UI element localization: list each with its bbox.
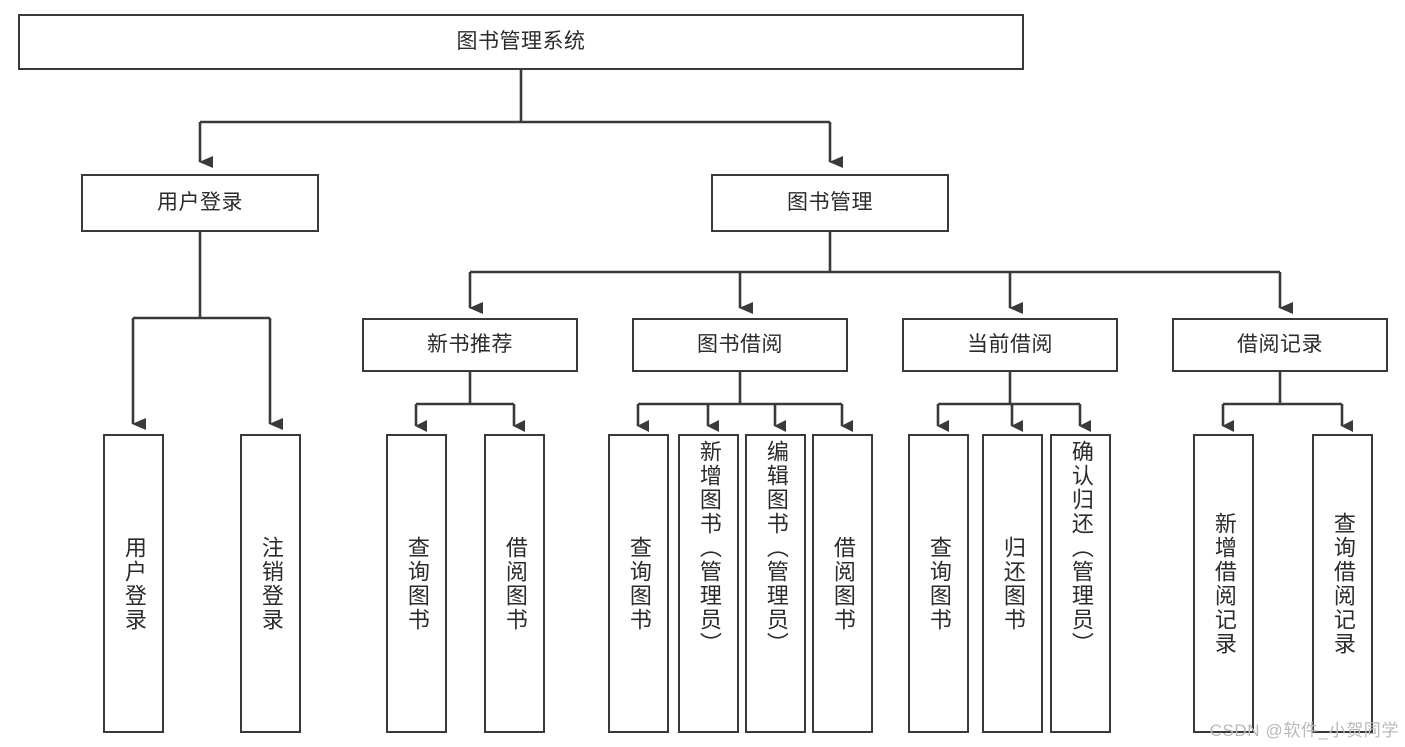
- node-leaf-borrow-book-2[interactable]: 借阅图书: [812, 434, 873, 733]
- node-leaf-query-book-2[interactable]: 查询图书: [608, 434, 669, 733]
- node-leaf-query-borrow-record[interactable]: 查询借阅记录: [1312, 434, 1373, 733]
- node-leaf-add-borrow-record[interactable]: 新增借阅记录: [1193, 434, 1254, 733]
- node-leaf-return-book-label: 归还图书: [1000, 535, 1026, 632]
- node-leaf-logout-label: 注销登录: [258, 535, 284, 632]
- node-leaf-query-borrow-record-label: 查询借阅记录: [1330, 511, 1356, 656]
- node-user-login[interactable]: 用户登录: [81, 174, 319, 232]
- node-leaf-add-book-admin-label: 新增图书（管理员）: [696, 440, 722, 656]
- node-current-borrow[interactable]: 当前借阅: [902, 318, 1118, 372]
- node-leaf-logout[interactable]: 注销登录: [240, 434, 301, 733]
- node-borrow-record-label: 借阅记录: [1237, 332, 1323, 356]
- node-new-book-recommend-label: 新书推荐: [427, 332, 513, 356]
- node-book-manage[interactable]: 图书管理: [711, 174, 949, 232]
- node-root[interactable]: 图书管理系统: [18, 14, 1024, 70]
- node-new-book-recommend[interactable]: 新书推荐: [362, 318, 578, 372]
- node-user-login-label: 用户登录: [157, 190, 243, 214]
- node-leaf-borrow-book-1-label: 借阅图书: [502, 535, 528, 632]
- node-book-borrow-label: 图书借阅: [697, 332, 783, 356]
- node-book-borrow[interactable]: 图书借阅: [632, 318, 848, 372]
- node-leaf-user-login-label: 用户登录: [121, 535, 147, 632]
- node-leaf-edit-book-admin-label: 编辑图书（管理员）: [763, 440, 789, 656]
- node-borrow-record[interactable]: 借阅记录: [1172, 318, 1388, 372]
- node-current-borrow-label: 当前借阅: [967, 332, 1053, 356]
- node-leaf-confirm-return-admin[interactable]: 确认归还（管理员）: [1050, 434, 1111, 733]
- node-leaf-borrow-book-2-label: 借阅图书: [830, 535, 856, 632]
- node-leaf-confirm-return-admin-label: 确认归还（管理员）: [1068, 440, 1094, 656]
- csdn-watermark: CSDN @软件_小贺同学: [1209, 721, 1399, 740]
- node-leaf-query-book-3-label: 查询图书: [926, 535, 952, 632]
- node-leaf-edit-book-admin[interactable]: 编辑图书（管理员）: [745, 434, 806, 733]
- node-leaf-add-book-admin[interactable]: 新增图书（管理员）: [678, 434, 739, 733]
- node-leaf-borrow-book-1[interactable]: 借阅图书: [484, 434, 545, 733]
- node-leaf-query-book-1[interactable]: 查询图书: [386, 434, 447, 733]
- node-root-label: 图书管理系统: [456, 29, 586, 53]
- node-book-manage-label: 图书管理: [787, 190, 873, 214]
- node-leaf-return-book[interactable]: 归还图书: [982, 434, 1043, 733]
- node-leaf-add-borrow-record-label: 新增借阅记录: [1211, 511, 1237, 656]
- node-leaf-query-book-2-label: 查询图书: [626, 535, 652, 632]
- node-leaf-user-login[interactable]: 用户登录: [103, 434, 164, 733]
- node-leaf-query-book-3[interactable]: 查询图书: [908, 434, 969, 733]
- node-leaf-query-book-1-label: 查询图书: [404, 535, 430, 632]
